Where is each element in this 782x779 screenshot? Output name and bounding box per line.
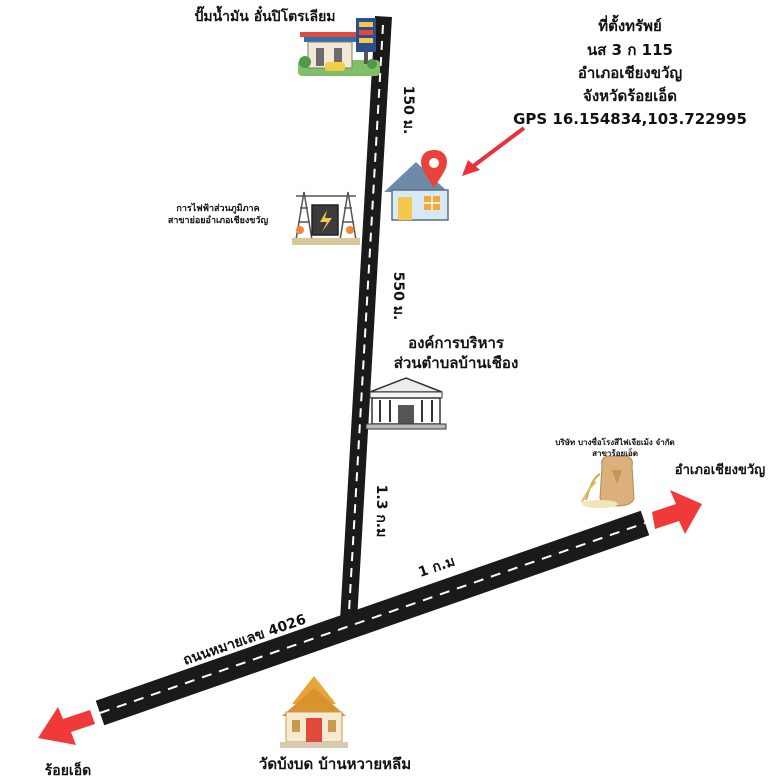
property-district: อำเภอเชียงขวัญ [578, 64, 683, 82]
property-title: ที่ตั้งทรัพย์ [598, 14, 662, 35]
distance-label-150m: 150 ม. [400, 86, 416, 135]
pea-label-line1: การไฟฟ้าส่วนภูมิภาค [176, 202, 259, 214]
distance-label-550m: 550 ม. [390, 272, 406, 321]
temple-icon [280, 676, 348, 748]
property-gps: GPS 16.154834,103.722995 [513, 110, 747, 128]
sao-label-line2: ส่วนตำบลบ้านเชือง [394, 354, 519, 372]
distance-label-1-3km: 1.3 ก.ม [373, 485, 389, 538]
power-station-icon [292, 191, 360, 245]
rice-sack-icon [581, 455, 635, 508]
direction-right-label: อำเภอเชียงขวัญ [675, 462, 765, 478]
rice-mill-label-line1: บริษัท บางซื่อโรงสีไฟเจียเม้ง จำกัด [555, 436, 675, 447]
vertical-road [340, 16, 392, 621]
gas-station-label: ปั๊มน้ำมัน อั๋นปิโตรเลียม [194, 5, 335, 25]
pea-label-line2: สาขาย่อยอำเภอเชียงขวัญ [168, 215, 269, 226]
property-info: ที่ตั้งทรัพย์ นส 3 ก 115 อำเภอเชียงขวัญ … [513, 14, 747, 128]
direction-left-label: ร้อยเอ็ด [45, 761, 91, 779]
property-pointer-arrow [462, 126, 526, 176]
highway-4026 [95, 510, 650, 726]
property-province: จังหวัดร้อยเอ็ด [583, 86, 677, 105]
temple-label: วัดบ้งบด บ้านหวายหลึม [259, 755, 411, 773]
distance-label-1km: 1 ก.ม [416, 554, 457, 581]
government-building-icon [365, 377, 447, 430]
sao-label-line1: องค์การบริหาร [408, 334, 505, 352]
property-deed: นส 3 ก 115 [587, 41, 673, 59]
arrow-right-icon [652, 490, 702, 534]
rice-mill-label-line2: สาขาร้อยเอ็ด [592, 447, 638, 458]
gas-station-icon [298, 18, 380, 76]
arrow-left-icon [38, 707, 95, 745]
house-pin-icon [384, 150, 449, 221]
